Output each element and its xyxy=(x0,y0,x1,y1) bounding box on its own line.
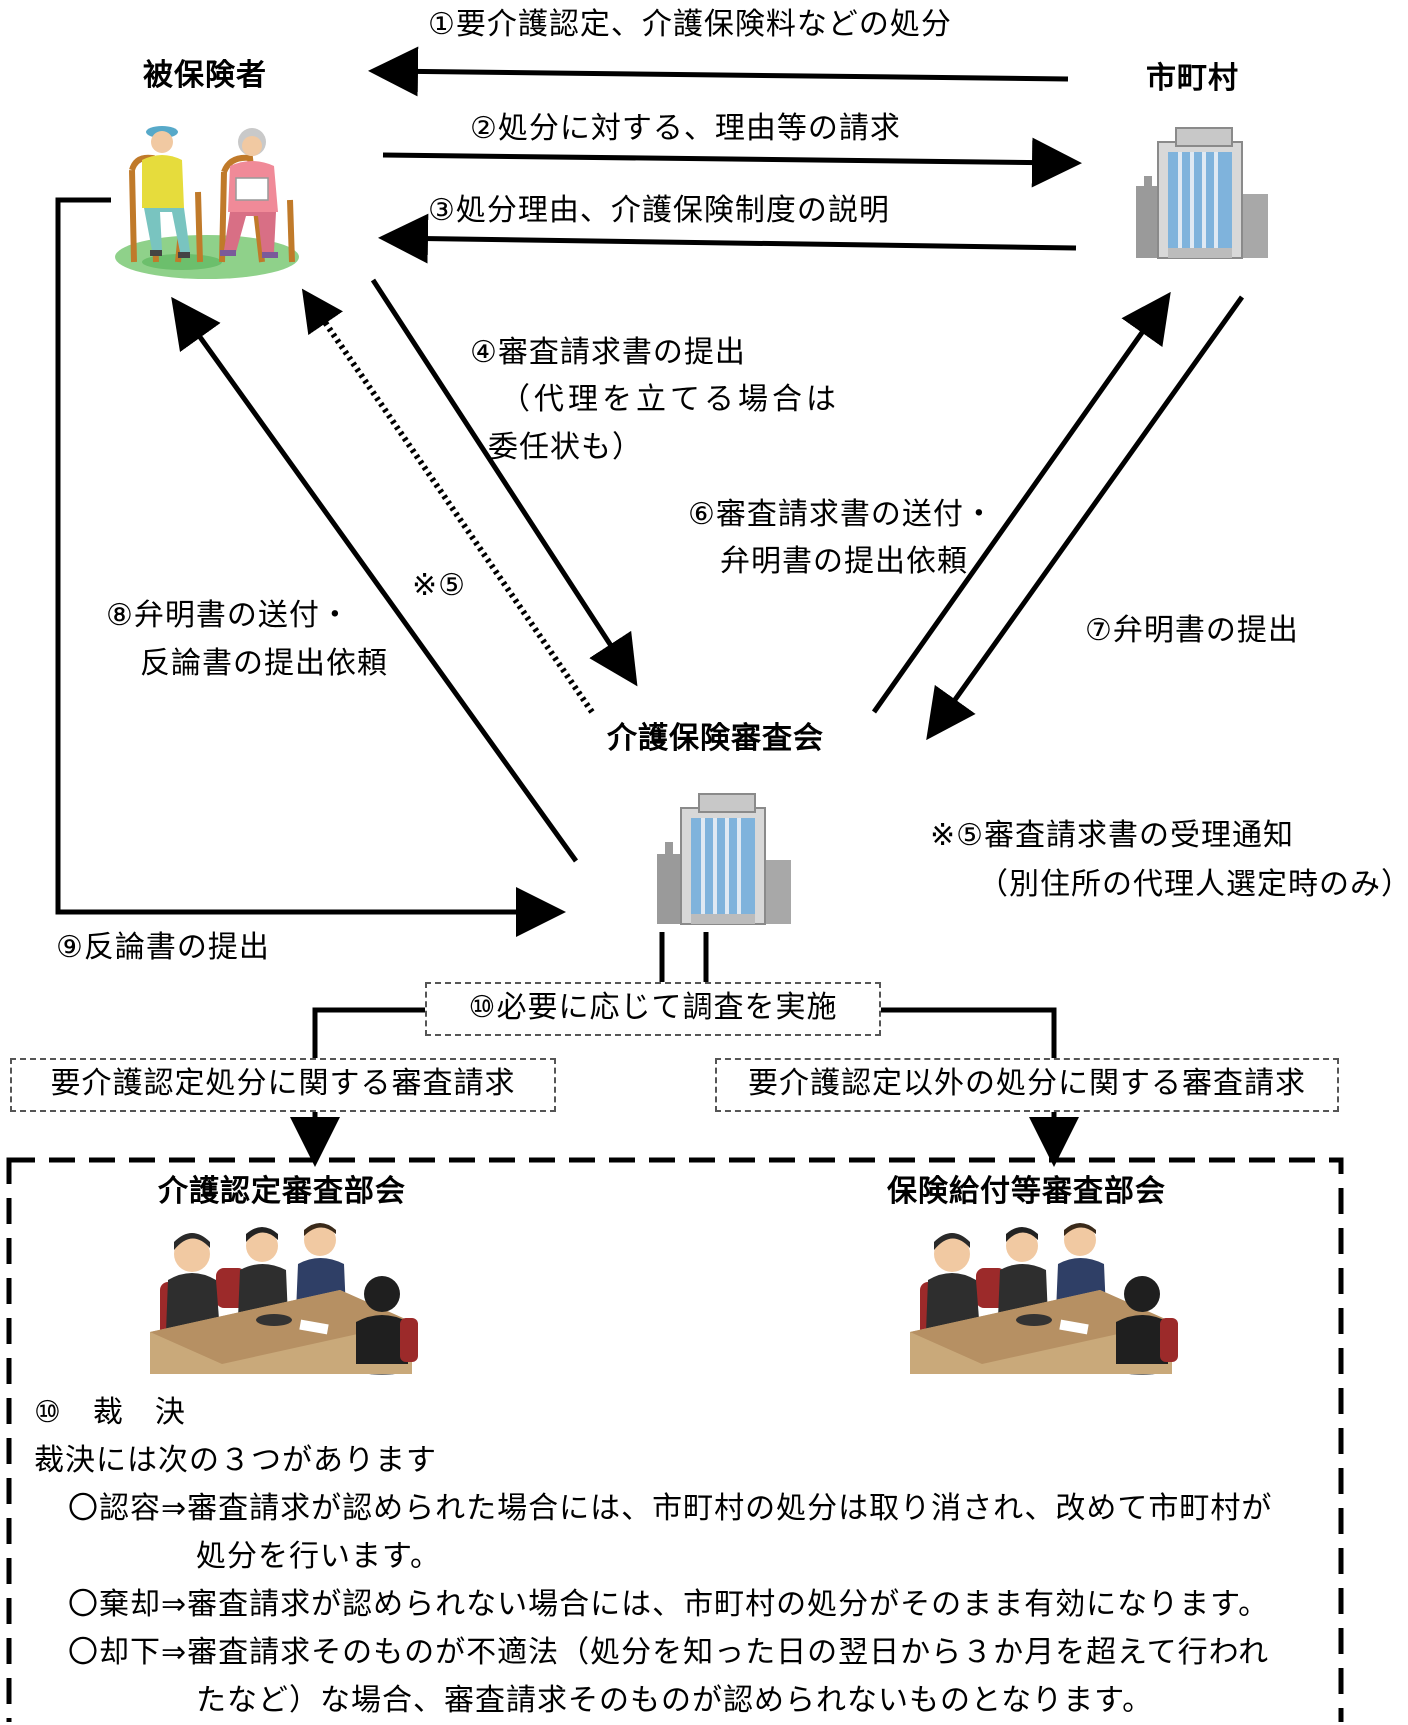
step-5-mark: ※⑤ xyxy=(412,568,467,603)
step-7-label: ⑦弁明書の提出 xyxy=(1085,613,1299,648)
note-5-line1: ※⑤審査請求書の受理通知 xyxy=(930,818,1295,853)
branch-left-box: 要介護認定処分に関する審査請求 xyxy=(10,1058,556,1112)
benefit-panel-title: 保険給付等審査部会 xyxy=(887,1174,1166,1209)
ruling-item-approve-line1: 〇認容⇒審査請求が認められた場合には、市町村の処分は取り消され、改めて市町村が xyxy=(68,1491,1273,1526)
arrow-step4 xyxy=(370,278,638,687)
step-8-label-line2: 反論書の提出依頼 xyxy=(140,646,388,681)
step-9-label: ⑨反論書の提出 xyxy=(56,930,270,965)
municipality-building-icon xyxy=(1136,127,1268,259)
ruling-item-dismiss-line1: 〇却下⇒審査請求そのものが不適法（処分を知った日の翌日から３か月を超えて行われ xyxy=(68,1635,1270,1670)
step-4-label-line3: 委任状も） xyxy=(488,430,643,465)
arrow-step5-dotted xyxy=(301,288,595,714)
investigation-box: ⑩必要に応じて調査を実施 xyxy=(425,982,881,1036)
step-4-label-line2: （代理を立てる場合は xyxy=(500,382,840,417)
node-council: 介護保険審査会 xyxy=(607,721,824,756)
panel-container xyxy=(6,1157,1344,1722)
ruling-item-reject: 〇棄却⇒審査請求が認められない場合には、市町村の処分がそのまま有効になります。 xyxy=(68,1587,1270,1622)
arrow-step8 xyxy=(171,296,579,863)
note-5-line2: （別住所の代理人選定時のみ） xyxy=(978,867,1408,902)
ruling-item-approve-line2: 処分を行います。 xyxy=(196,1539,441,1574)
ruling-item-dismiss-line2: たなど）な場合、審査請求そのものが認められないものとなります。 xyxy=(196,1683,1154,1718)
node-municipality: 市町村 xyxy=(1146,61,1239,96)
arrow-step9 xyxy=(55,197,566,937)
council-building-icon xyxy=(657,793,791,925)
arrow-step7 xyxy=(926,295,1245,741)
arrow-step6 xyxy=(871,291,1171,714)
benefit-panel-meeting-illustration xyxy=(910,1223,1178,1375)
cert-panel-title: 介護認定審査部会 xyxy=(158,1174,406,1209)
step-8-label-line1: ⑧弁明書の送付・ xyxy=(106,598,351,633)
branch-right-box: 要介護認定以外の処分に関する審査請求 xyxy=(715,1058,1339,1112)
step-6-label-line2: 弁明書の提出依頼 xyxy=(720,544,968,579)
ruling-intro: 裁決には次の３つがあります xyxy=(34,1443,437,1478)
ruling-heading: ⑩ 裁 決 xyxy=(34,1395,186,1430)
arrow-step1 xyxy=(368,46,1069,97)
elderly-couple-illustration xyxy=(115,126,299,279)
step-6-label-line1: ⑥審査請求書の送付・ xyxy=(688,497,995,532)
step-2-label: ②処分に対する、理由等の請求 xyxy=(470,111,901,146)
step-4-label-line1: ④審査請求書の提出 xyxy=(470,335,746,370)
step-1-label: ①要介護認定、介護保険料などの処分 xyxy=(428,7,952,42)
cert-panel-meeting-illustration xyxy=(150,1223,418,1375)
node-insured: 被保険者 xyxy=(143,58,267,93)
arrow-step2 xyxy=(382,137,1082,188)
step-3-label: ③処分理由、介護保険制度の説明 xyxy=(428,193,890,228)
arrow-step3 xyxy=(378,213,1077,264)
